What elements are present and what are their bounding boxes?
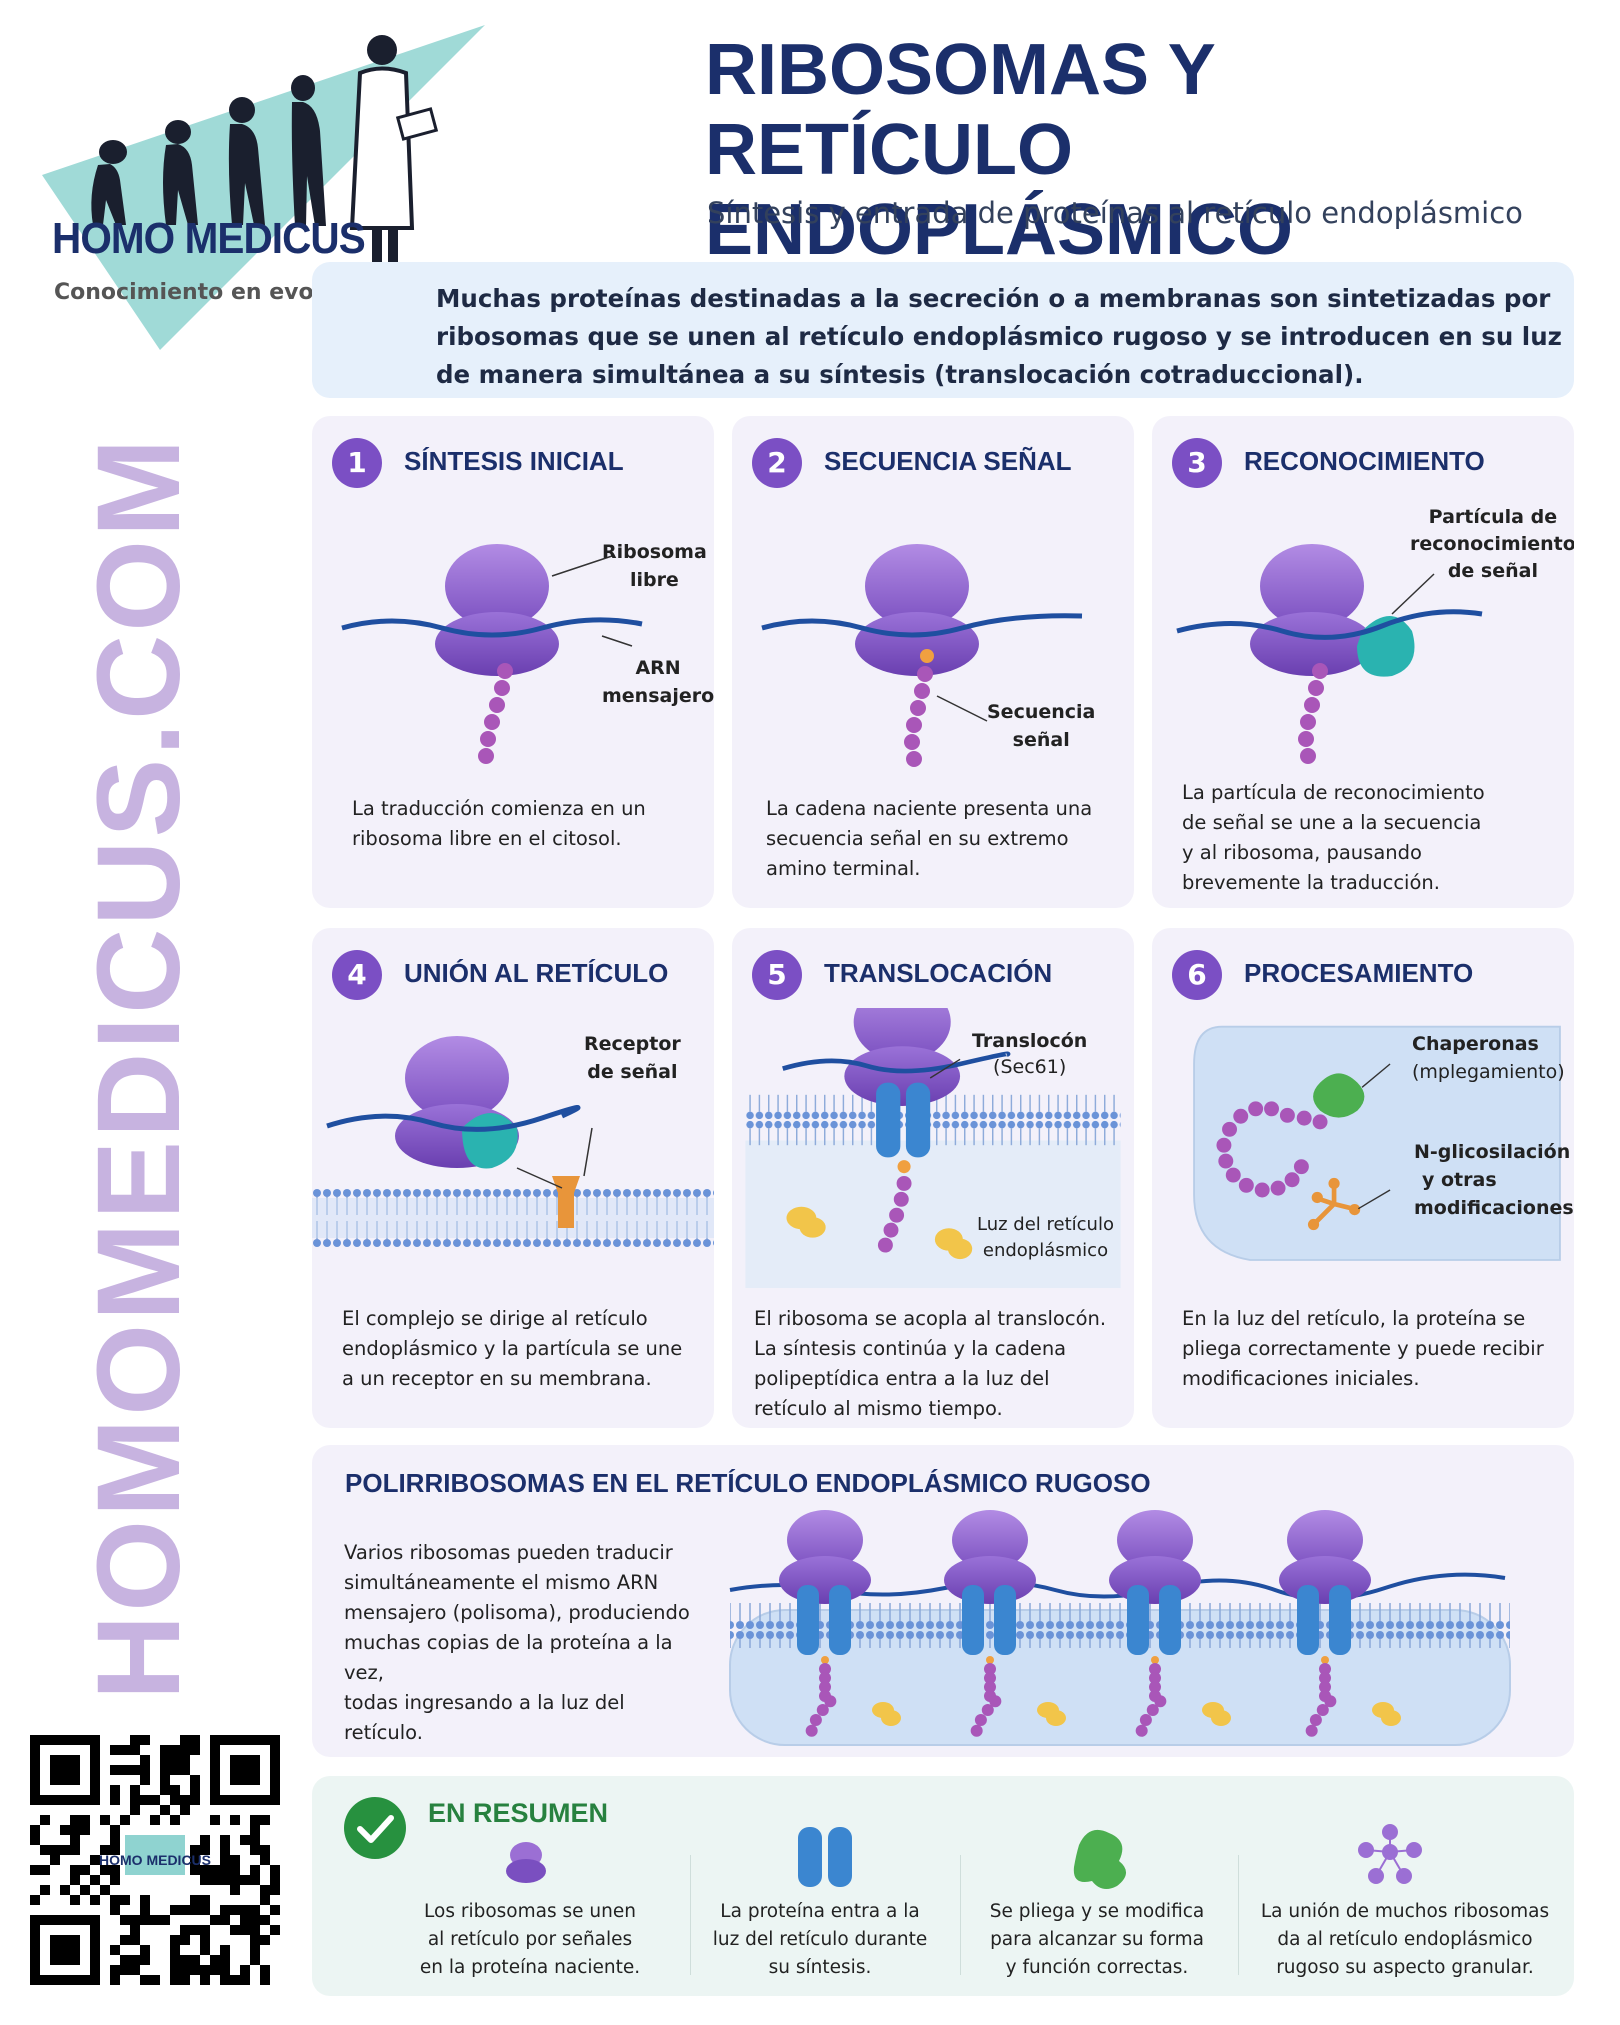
step-title: TRANSLOCACIÓN <box>824 958 1053 988</box>
title-line-1: RIBOSOMAS Y RETÍCULO <box>705 30 1215 190</box>
polysome-ribosome <box>1109 1510 1231 1737</box>
diagram-translocation <box>745 1008 1121 1288</box>
step-title: UNIÓN AL RETÍCULO <box>404 958 669 988</box>
step-number: 2 <box>752 438 802 488</box>
polysome-title: POLIRRIBOSOMAS EN EL RETÍCULO ENDOPLÁSMI… <box>345 1468 1151 1498</box>
label-translocon: Translocón(Sec61) <box>972 1030 1088 1078</box>
page-subtitle: Síntesis y entrada de proteínas al retíc… <box>707 196 1523 230</box>
diagram-srp-recognition <box>1176 544 1483 764</box>
polysome-ribosome <box>779 1510 901 1737</box>
summary-divider <box>960 1855 961 1975</box>
step-number: 5 <box>752 950 802 1000</box>
step-title: RECONOCIMIENTO <box>1244 446 1485 476</box>
summary-divider <box>690 1855 691 1975</box>
brand-name: HOMO MEDICUS <box>52 214 366 263</box>
intro-line: Muchas proteínas destinadas a la secreci… <box>436 284 1551 313</box>
intro-box: Muchas proteínas destinadas a la secreci… <box>312 262 1574 398</box>
intro-line: de manera simultánea a su síntesis (tran… <box>436 360 1364 389</box>
diagram-processing <box>1193 1025 1561 1261</box>
diagram-er-binding <box>312 1036 714 1248</box>
step-card-6: 6 PROCESAMIENTO Chaperonas(mplegamiento)… <box>1152 928 1574 1428</box>
brand-logo <box>42 25 485 350</box>
intro-line: ribosomas que se unen al retículo endopl… <box>436 322 1562 351</box>
translocon-icon <box>798 1827 852 1887</box>
step-title: SECUENCIA SEÑAL <box>824 446 1072 476</box>
polysome-diagram <box>729 1510 1511 1746</box>
summary-divider <box>1238 1855 1239 1975</box>
qr-code[interactable]: HOMO MEDICUS <box>30 1735 280 1985</box>
polysome-ribosome <box>944 1510 1066 1737</box>
polysome-ribosome <box>1279 1510 1401 1737</box>
folded-protein-icon <box>1073 1829 1127 1890</box>
ribosome-icon <box>506 1842 546 1883</box>
step-card-5: 5 TRANSLOCACIÓN Translocón(Sec61) Luz de… <box>732 928 1134 1428</box>
step-number: 4 <box>332 950 382 1000</box>
summary-panel <box>312 1776 1574 1996</box>
step-number: 6 <box>1172 950 1222 1000</box>
step-number: 1 <box>332 438 382 488</box>
step-title: PROCESAMIENTO <box>1244 958 1474 988</box>
svg-text:HOMO MEDICUS: HOMO MEDICUS <box>99 1852 211 1868</box>
diagram-signal-sequence <box>761 544 1083 767</box>
diagram-free-ribosome <box>341 544 643 764</box>
label-chaperones: Chaperonas(mplegamiento) <box>1412 1033 1565 1083</box>
step-title: SÍNTESIS INICIAL <box>404 446 624 476</box>
checkmark-icon <box>344 1797 406 1859</box>
step-number: 3 <box>1172 438 1222 488</box>
granular-er-icon <box>1358 1824 1422 1884</box>
step-description: El ribosoma se acopla al translocón.La s… <box>754 1307 1107 1420</box>
vertical-site-url: HOMOMEDICUS.COM <box>73 435 205 1700</box>
summary-title: EN RESUMEN <box>428 1798 609 1828</box>
